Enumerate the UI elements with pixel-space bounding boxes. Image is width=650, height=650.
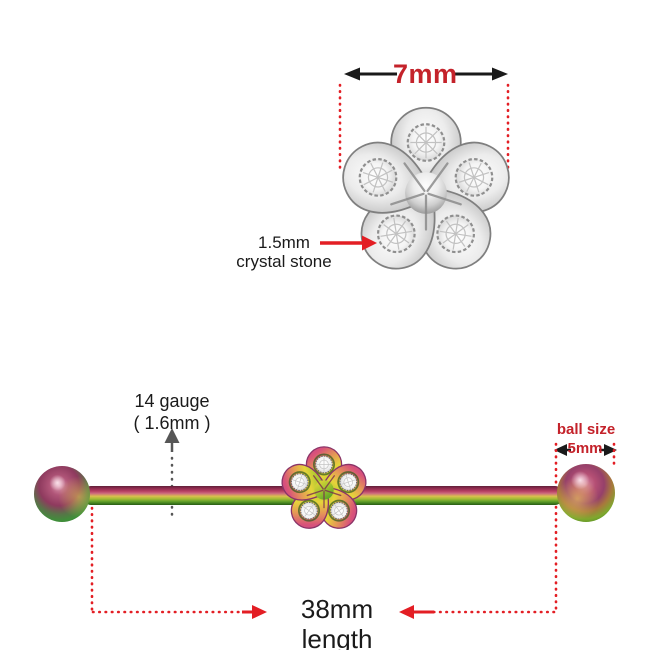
flower-center [390,162,462,231]
arrowhead-left-icon [344,67,360,81]
length-label: 38mm length [282,594,392,650]
ball-size-value: 5mm [567,440,603,457]
steel-flower-charm [339,106,513,280]
arrowhead-left-icon [399,605,414,619]
length-word: length [301,624,373,650]
arrowhead-right-icon [252,605,267,619]
crystal-stone-text: crystal stone [236,252,332,271]
barbell-ball-left [34,466,90,522]
arrowhead-right-icon [604,444,617,456]
crystal-stone-label: 1.5mm crystal stone [230,233,338,271]
width-7mm-label: 7mm [393,59,458,89]
gauge-mm: ( 1.6mm ) [133,413,211,433]
crystal-stone-size: 1.5mm [258,233,310,252]
flower-center [306,475,342,509]
gauge-label: 14 gauge ( 1.6mm ) [112,390,232,434]
gauge-arrow [164,428,180,523]
arrowhead-right-icon [492,67,508,81]
length-value: 38mm [300,594,374,624]
barbell-ball-right [557,464,615,522]
gauge-value: 14 gauge [134,391,210,411]
rainbow-flower-centerpiece [280,446,368,534]
ball-size-title: ball size [556,421,616,438]
